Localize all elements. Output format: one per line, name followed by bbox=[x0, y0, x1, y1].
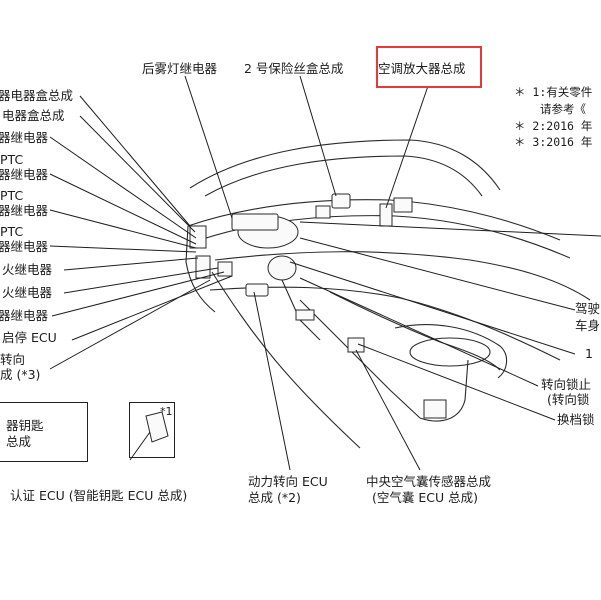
left-label-11: 器继电器 bbox=[0, 308, 49, 323]
windshield-inner bbox=[204, 155, 483, 197]
left-label-13: 转向 bbox=[0, 352, 26, 367]
left-label-2: 器继电器 bbox=[0, 130, 49, 145]
note-3: ＊ 3:2016 年 bbox=[514, 135, 593, 149]
power-steer-ecu-shape bbox=[245, 283, 269, 297]
star-note: *1 bbox=[160, 405, 173, 418]
windshield-outline bbox=[189, 139, 501, 191]
left-panel bbox=[185, 225, 216, 313]
key-box-line2: 总成 bbox=[6, 434, 32, 449]
label-fuse-box: 2 号保险丝盒总成 bbox=[244, 61, 344, 76]
left-label-1: 电器盒总成 bbox=[2, 108, 65, 123]
smart-key-ecu-shape bbox=[145, 411, 169, 443]
left-knee bbox=[211, 271, 361, 449]
fuse-box-shape bbox=[331, 193, 351, 209]
console-top bbox=[394, 324, 508, 379]
ignition-relay bbox=[217, 261, 233, 277]
highlight-box bbox=[376, 46, 482, 88]
console-lid bbox=[409, 337, 491, 367]
left-label-9: 火继电器 bbox=[2, 262, 53, 277]
ac-amp-bracket bbox=[393, 197, 413, 213]
smart-key-box bbox=[0, 402, 88, 462]
right-label-0: 驾驶 bbox=[575, 301, 601, 316]
steering-hub bbox=[267, 255, 297, 281]
note-1b: 请参考《 bbox=[540, 102, 586, 116]
left-label-8: 器继电器 bbox=[0, 239, 49, 254]
auth-ecu-box bbox=[129, 402, 175, 458]
label-power-steering-2: 总成 (*2) bbox=[248, 490, 301, 505]
dash-top bbox=[187, 199, 561, 241]
ac-module bbox=[231, 213, 279, 231]
center-ecu-shape bbox=[295, 309, 315, 321]
left-label-0: 器电器盒总成 bbox=[0, 88, 74, 103]
left-label-6: 器继电器 bbox=[0, 203, 49, 218]
airbag-ecu-shape bbox=[347, 337, 365, 353]
console-box bbox=[419, 359, 469, 422]
shift-lock-shape bbox=[423, 399, 447, 419]
left-relay-lower bbox=[195, 255, 211, 279]
label-ac-amplifier: 空调放大器总成 bbox=[378, 61, 466, 76]
relay-block bbox=[315, 205, 331, 219]
right-label-5: 换档锁 bbox=[557, 412, 595, 427]
right-label-1: 车身 bbox=[575, 318, 601, 333]
label-airbag-2: (空气囊 ECU 总成) bbox=[372, 490, 478, 505]
label-rear-fog-relay: 后雾灯继电器 bbox=[142, 61, 218, 76]
note-2: ＊ 2:2016 年 bbox=[514, 119, 593, 133]
left-label-7: PTC bbox=[0, 224, 24, 239]
right-label-2: 1 bbox=[585, 346, 593, 361]
right-label-4: (转向锁 bbox=[547, 392, 590, 407]
label-auth-ecu: 认证 ECU (智能钥匙 ECU 总成) bbox=[10, 488, 188, 503]
label-airbag-1: 中央空气囊传感器总成 bbox=[366, 474, 492, 489]
console-left bbox=[299, 299, 421, 419]
left-label-5: PTC bbox=[0, 188, 24, 203]
right-label-3: 转向锁止 bbox=[541, 377, 592, 392]
left-label-4: 器继电器 bbox=[0, 167, 49, 182]
note-1: ＊ 1:有关零件 bbox=[514, 85, 593, 99]
dash-lower bbox=[209, 286, 561, 361]
key-box-line1: 器钥匙 bbox=[6, 418, 44, 433]
left-label-10: 火继电器 bbox=[2, 285, 53, 300]
dash-front bbox=[214, 251, 591, 301]
leader-lines bbox=[49, 75, 601, 471]
left-label-3: PTC bbox=[0, 152, 24, 167]
left-label-14: 成 (*3) bbox=[0, 367, 41, 382]
left-label-12: 启停 ECU bbox=[2, 330, 57, 345]
label-power-steering-1: 动力转向 ECU bbox=[248, 474, 328, 489]
